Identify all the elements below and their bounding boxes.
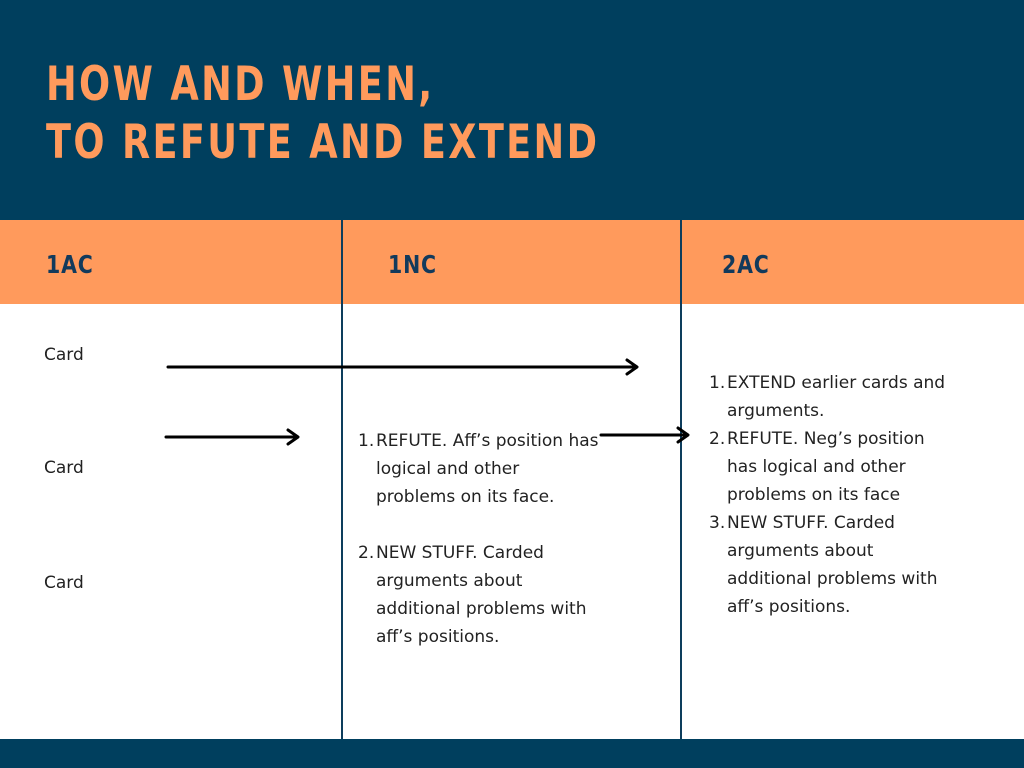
list-item-number: 3. [709, 513, 726, 533]
2ac-response-list: 1. EXTEND earlier cards and arguments. 2… [709, 369, 959, 621]
list-item-text: REFUTE. Aff’s position has logical and o… [376, 431, 599, 507]
footer-bar [0, 739, 1024, 768]
page-title: HOW AND WHEN, TO REFUTE AND EXTEND [46, 56, 599, 172]
card-label-1: Card [44, 345, 84, 365]
arrow-right-icon [599, 426, 690, 444]
card-label-2: Card [44, 458, 84, 478]
list-item: 2. REFUTE. Neg’s position has logical an… [709, 425, 959, 509]
column-header-1ac: 1AC [46, 250, 94, 279]
list-item-text: NEW STUFF. Carded arguments about additi… [727, 513, 938, 617]
list-item: 2. NEW STUFF. Carded arguments about add… [358, 539, 603, 651]
list-item-text: NEW STUFF. Carded arguments about additi… [376, 543, 587, 647]
list-item-text: REFUTE. Neg’s position has logical and o… [727, 429, 925, 505]
list-item-number: 2. [709, 429, 726, 449]
page-title-line-2: TO REFUTE AND EXTEND [46, 115, 600, 170]
arrow-right-icon [164, 428, 300, 446]
column-header-band [0, 220, 1024, 304]
list-item: 3. NEW STUFF. Carded arguments about add… [709, 509, 959, 621]
arrow-right-icon [166, 358, 639, 376]
list-item: 1. REFUTE. Aff’s position has logical an… [358, 427, 603, 511]
page-title-line-1: HOW AND WHEN, [46, 57, 435, 112]
column-divider-1 [341, 220, 343, 740]
list-item-text: EXTEND earlier cards and arguments. [727, 373, 946, 421]
title-banner: HOW AND WHEN, TO REFUTE AND EXTEND [0, 0, 1024, 220]
list-item: 1. EXTEND earlier cards and arguments. [709, 369, 959, 425]
column-divider-2 [680, 220, 682, 740]
list-item-number: 2. [358, 543, 375, 563]
list-item-number: 1. [709, 373, 726, 393]
1nc-response-list: 1. REFUTE. Aff’s position has logical an… [358, 427, 603, 651]
column-header-1nc: 1NC [388, 250, 437, 279]
list-item-number: 1. [358, 431, 375, 451]
column-header-2ac: 2AC [722, 250, 770, 279]
card-label-3: Card [44, 573, 84, 593]
